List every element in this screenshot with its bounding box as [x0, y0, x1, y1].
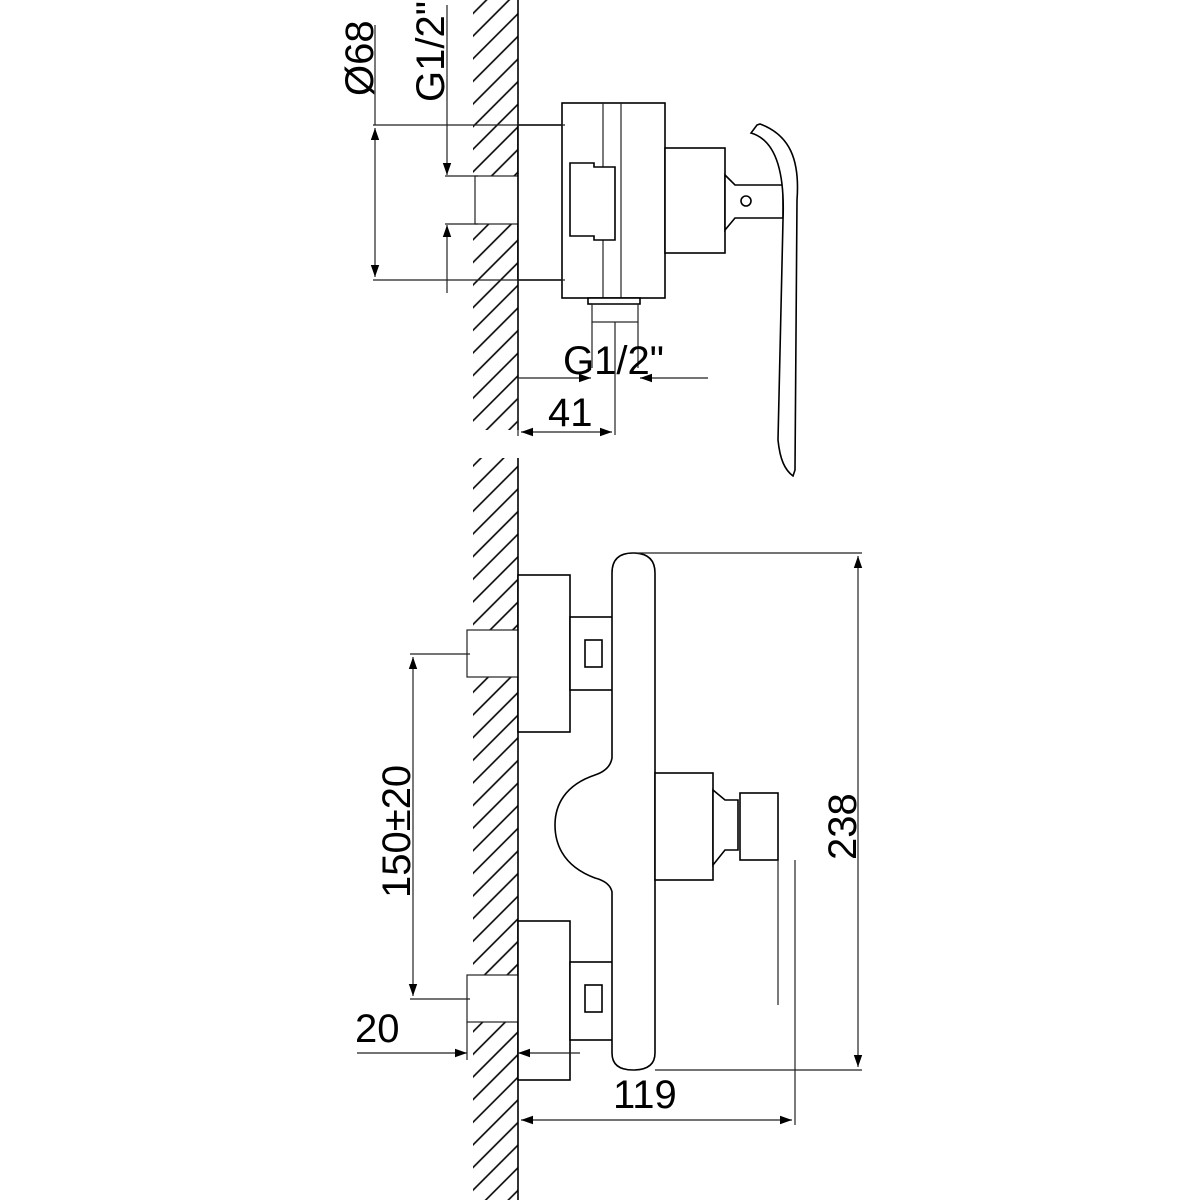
depth-label: 41 [548, 391, 593, 435]
inlet-spacing-label: 150±20 [375, 765, 419, 898]
side-view: Ø68 G1/2" G1/2" 41 [338, 0, 799, 478]
front-view: 238 150±20 20 119 [355, 458, 865, 1200]
thread-length-label: 20 [355, 1007, 400, 1051]
outlet-thread [591, 303, 639, 323]
wall-hatch-bottom [473, 458, 518, 1200]
mount-flange [517, 124, 569, 281]
temperature-knob [739, 792, 779, 861]
height-label: 238 [821, 793, 865, 860]
lower-connector [517, 920, 571, 1081]
projection-label: 119 [613, 1073, 677, 1117]
inlet-thread-label: G1/2" [409, 1, 453, 102]
upper-connector [517, 574, 571, 733]
diameter-label: Ø68 [338, 20, 382, 96]
handle-screw-icon [740, 195, 752, 207]
handle-base [664, 147, 726, 254]
cartridge [569, 162, 616, 241]
knob-base [654, 772, 714, 881]
lever-handle [749, 123, 799, 478]
mixer-body [554, 552, 656, 1071]
outlet-thread-label: G1/2" [563, 339, 664, 383]
handle-neck [724, 173, 784, 233]
